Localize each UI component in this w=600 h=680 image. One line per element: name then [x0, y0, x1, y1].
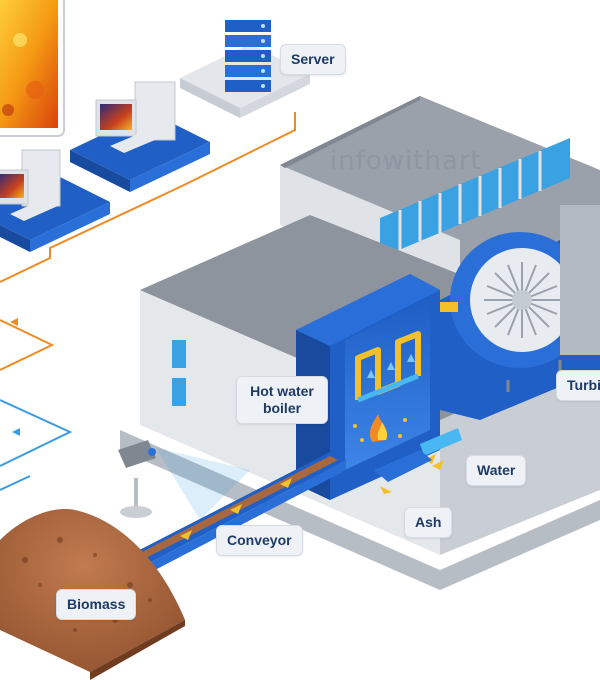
label-biomass: Biomass	[56, 589, 137, 620]
turbine	[436, 205, 600, 420]
label-ash: Ash	[404, 507, 453, 538]
side-window	[172, 340, 186, 368]
label-hot-water-boiler: Hot water boiler	[236, 376, 328, 424]
label-water: Water	[466, 455, 527, 486]
watermark: infowithart	[330, 146, 482, 176]
server-icon	[225, 20, 271, 92]
boiler	[296, 274, 462, 500]
label-server: Server	[280, 44, 346, 75]
network-lines	[0, 112, 296, 371]
server-station	[180, 20, 310, 118]
heatmap-monitor	[0, 0, 65, 137]
side-window	[172, 378, 186, 406]
label-conveyor: Conveyor	[216, 525, 303, 556]
water-inlet-pipe	[420, 428, 462, 456]
camera-icon	[118, 440, 250, 520]
water-lines	[0, 399, 73, 491]
steam-pipe	[436, 302, 458, 312]
label-turbine: Turbi	[556, 370, 600, 401]
upper-windows	[380, 138, 570, 258]
workstation-left	[0, 149, 110, 252]
fire-icon	[369, 414, 388, 442]
workstation-top	[70, 81, 210, 192]
ash-tray	[374, 450, 432, 482]
